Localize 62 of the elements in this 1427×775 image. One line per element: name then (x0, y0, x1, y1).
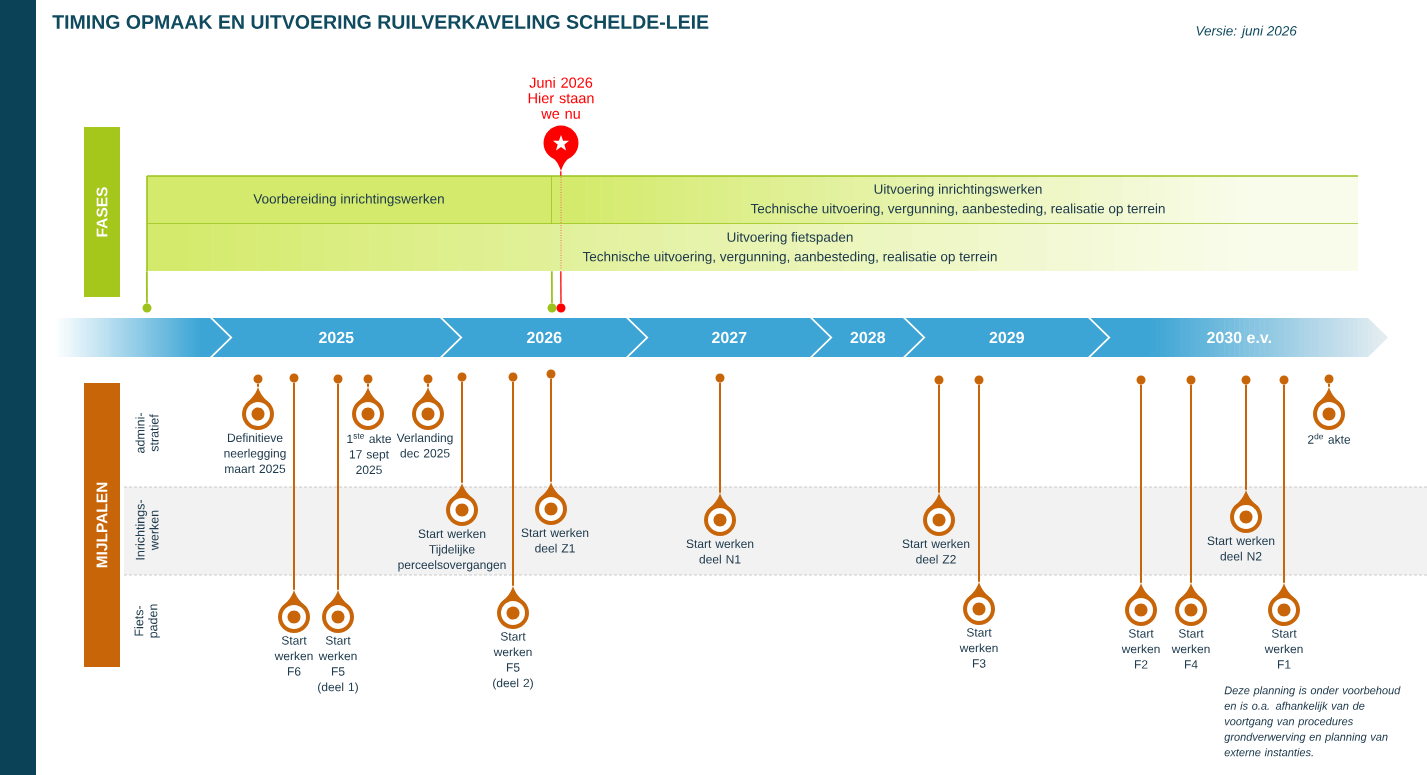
year-segment: 2026 (442, 318, 646, 357)
year-segment: 2028 (812, 318, 923, 357)
node-label: 2027 (712, 331, 747, 344)
stem-line (938, 383, 940, 494)
stem-line (550, 377, 552, 483)
phase-bar: Uitvoering inrichtingswerken Technische uitvoering, vergunning, aanbesteding, realisatie op terrein (551, 175, 1359, 225)
node-label: Uitvoering inrichtingswerken (874, 183, 1042, 197)
stem-line (1245, 383, 1247, 491)
row-label: Fiets- paden (134, 604, 160, 638)
milestone-label: Start werken F5 (deel 2) (493, 632, 533, 690)
year-segment: 2030 e.v. (1090, 318, 1388, 357)
milestone-label: Start werken deel N2 (1207, 536, 1275, 561)
stem-line (1328, 382, 1330, 388)
year-segment: 2027 (628, 318, 830, 357)
side-bar (0, 0, 36, 775)
milestone-label: Verlanding dec 2025 (396, 433, 453, 458)
node-label: 2025 (319, 331, 354, 344)
milestone-label: Start werken deel Z1 (521, 528, 589, 553)
node-label: Technische uitvoering, vergunning, aanbesteding, realisatie op terrein (750, 203, 1165, 217)
milestone-label: Start werken deel N1 (686, 539, 754, 564)
stem-line (978, 383, 980, 583)
stem-line (1283, 383, 1285, 584)
stem-line (512, 380, 514, 587)
marker-line (550, 270, 553, 305)
title: TIMING OPMAAK EN UITVOERING RUILVERKAVELING SCHELDE-LEIE (52, 15, 709, 29)
note-text: Deze planning is onder voorbehoud en is o.a. afhankelijk van de voortgang van procedures grondverwerving en planning van externe instanties. (1224, 686, 1401, 757)
stem-line (1190, 383, 1192, 584)
milestone-label: Start werken deel Z2 (902, 539, 970, 564)
milestone-label: Start werken F3 (959, 628, 998, 668)
stem-line (427, 382, 429, 388)
milestone-label: Start werken F2 (1121, 629, 1160, 669)
milestone-label: Start werken F4 (1171, 629, 1210, 669)
marker-line (560, 270, 562, 304)
node-label: Uitvoering fietspaden (727, 231, 853, 245)
node-label: 2029 (989, 331, 1024, 344)
stem-line (337, 382, 339, 591)
marker-line (145, 270, 148, 305)
row-label: admini- stratief (135, 413, 159, 453)
stem-line (367, 382, 369, 388)
row-label: Inrichtings- werken (135, 500, 159, 560)
node-label: 2030 e.v. (1207, 331, 1271, 344)
node-label: Technische uitvoering, vergunning, aanbesteding, realisatie op terrein (582, 251, 997, 265)
node-label: Voorbereiding inrichtingswerken (253, 193, 444, 207)
node-label: 2028 (850, 331, 886, 344)
stem-line (1140, 383, 1142, 584)
node-label: 2026 (527, 331, 562, 344)
marker-label: Juni 2026 Hier staan we nu (528, 77, 594, 119)
milestone-label: Definitieve neerlegging maart 2025 (224, 433, 286, 474)
marker-line (560, 170, 562, 177)
milestone-label: Start werken Tijdelijke perceelsovergangen (398, 529, 506, 572)
section-tab: MIJLPALEN (84, 383, 120, 667)
phase-bar: Uitvoering fietspaden Technische uitvoering, vergunning, aanbesteding, realisatie op terrein (146, 223, 1358, 272)
section-tab: FASES (84, 127, 120, 297)
milestone-label: 2$^{de}$ akte (1308, 433, 1351, 444)
milestone-label: Start werken F6 (274, 636, 313, 676)
stem-line (461, 380, 463, 484)
milestone-label: Start werken F1 (1264, 629, 1303, 669)
stem-line (257, 382, 259, 388)
stem-line (293, 381, 295, 591)
version-label: Versie: juni 2026 (1196, 25, 1297, 39)
milestone-label: Start werken F5 (deel 1) (318, 636, 358, 694)
stem-line (719, 381, 721, 494)
